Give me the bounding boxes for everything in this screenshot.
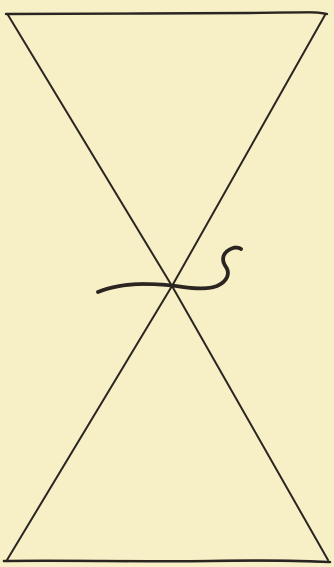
hooked-stroke — [98, 248, 241, 292]
right-descending-line — [7, 15, 325, 560]
top-edge — [6, 12, 327, 14]
bottom-edge — [4, 561, 330, 562]
